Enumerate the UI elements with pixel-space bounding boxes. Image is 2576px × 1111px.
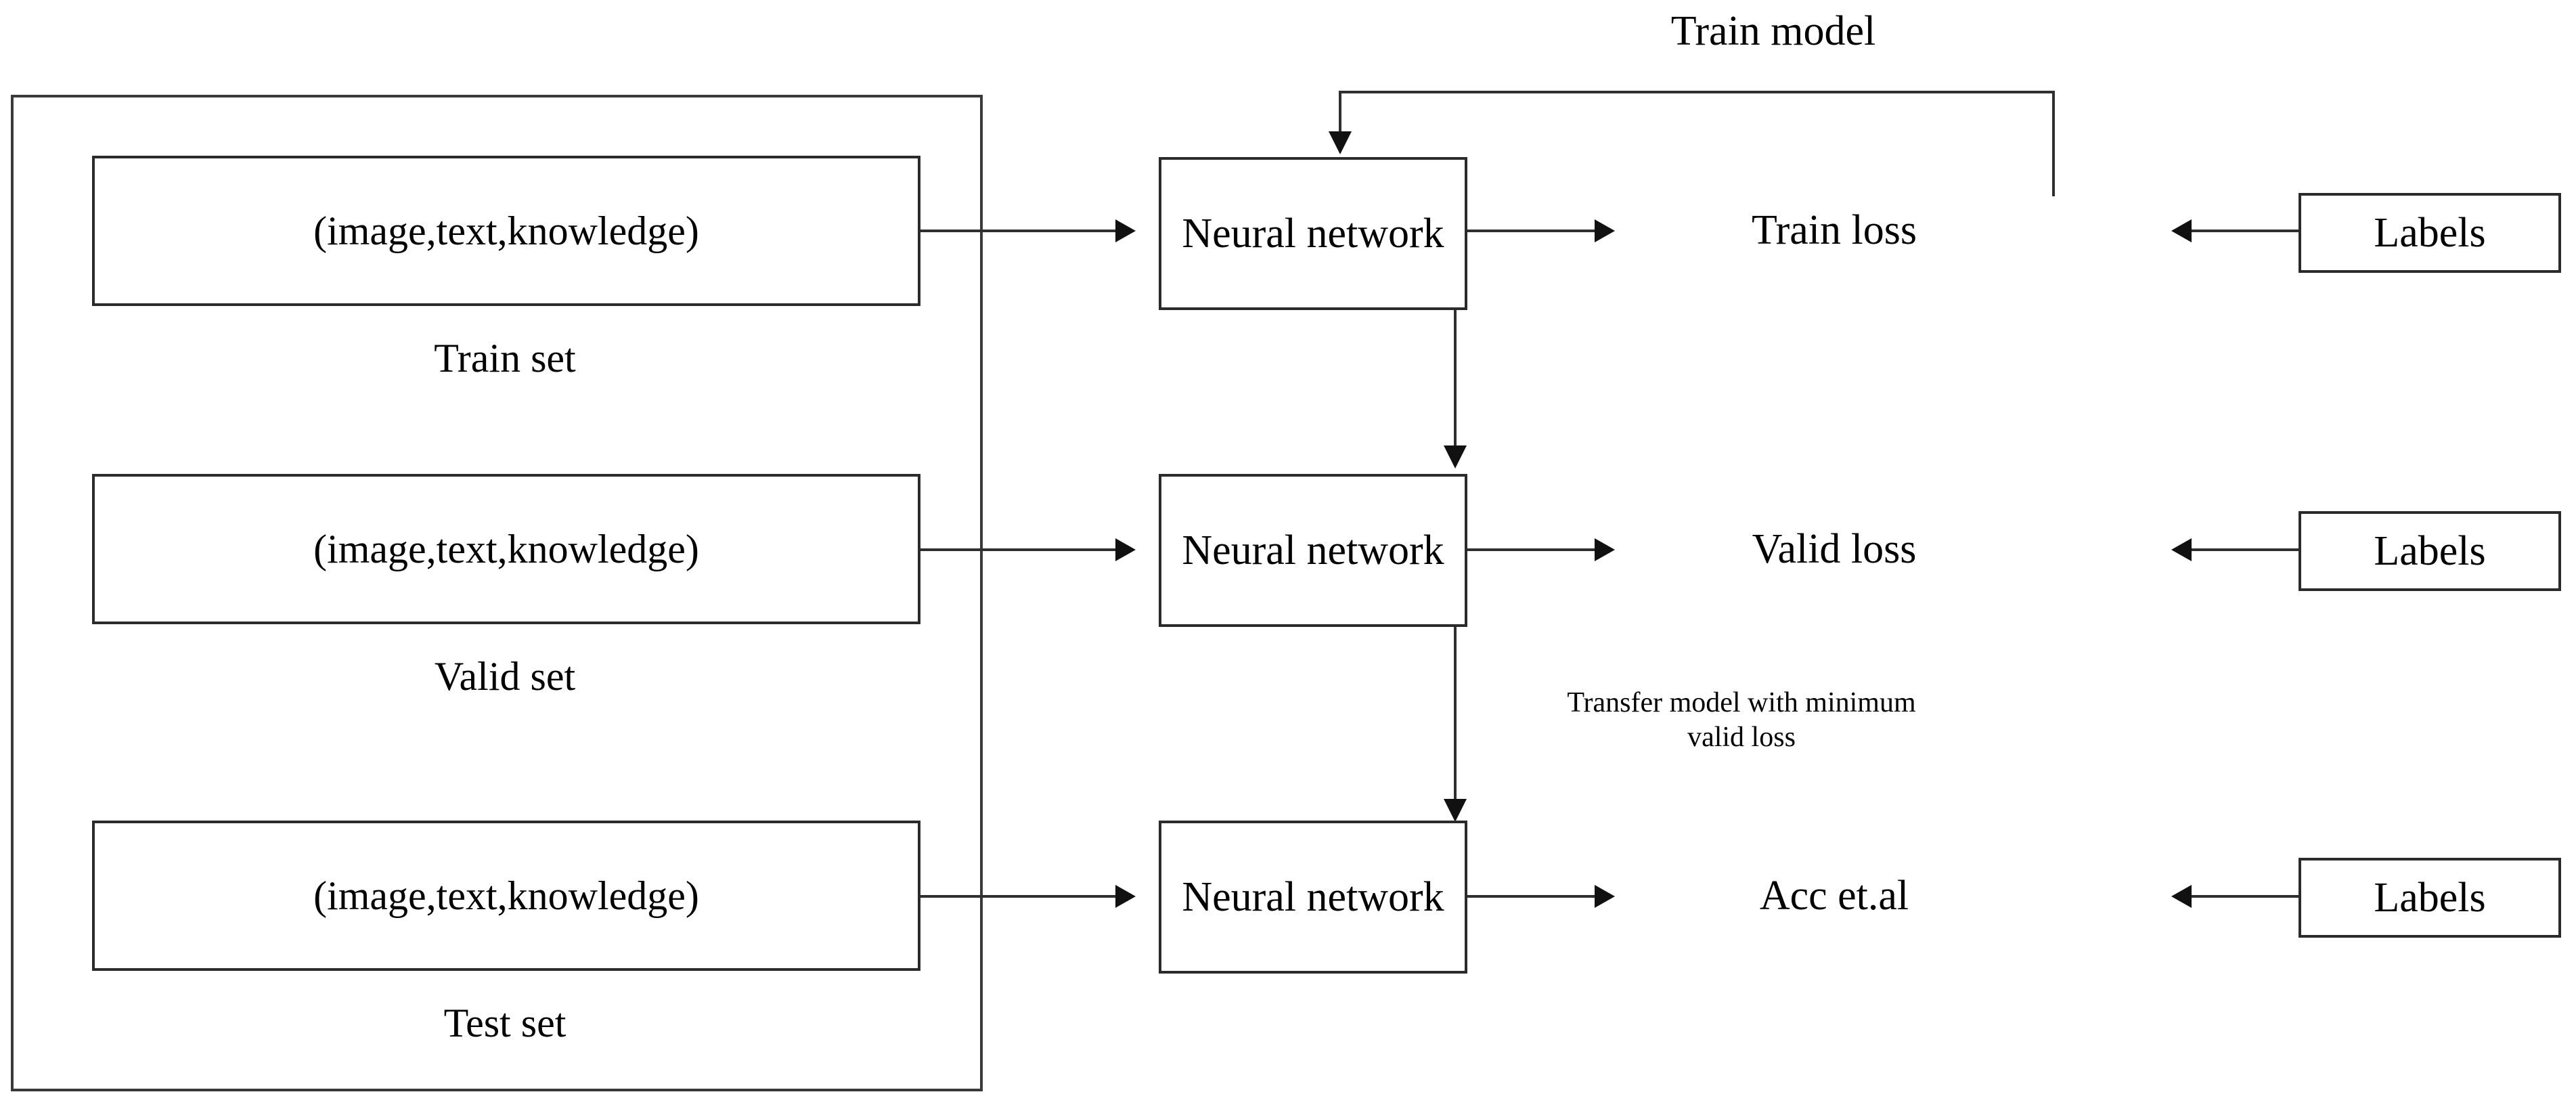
train-loop-down-to-loss-segment <box>2052 91 2055 196</box>
train-set-label: Train set <box>434 336 576 380</box>
test-dataset-to-model-line <box>920 895 1117 898</box>
train-labels-to-loss-line <box>2192 230 2299 232</box>
train-labels-box-label: Labels <box>2374 209 2486 256</box>
train-loop-down-into-model-segment <box>1339 91 1341 133</box>
train-loop-arrowhead-icon <box>1329 131 1352 154</box>
train-dataset-box[interactable]: (image,text,knowledge) <box>92 156 920 306</box>
train-model-to-loss-line <box>1467 230 1596 232</box>
train-loss-label: Train loss <box>1751 207 1917 253</box>
train-dataset-to-model-line <box>920 230 1117 232</box>
valid-dataset-box-label: (image,text,knowledge) <box>313 526 699 571</box>
transfer-model-annotation: Transfer model with minimum valid loss <box>1474 686 2009 755</box>
test-dataset-box-label: (image,text,knowledge) <box>313 873 699 918</box>
valid-labels-to-loss-arrowhead-icon <box>2171 538 2192 561</box>
valid-dataset-to-model-line <box>920 548 1117 551</box>
valid-labels-box-label: Labels <box>2374 527 2486 574</box>
valid-labels-box[interactable]: Labels <box>2299 511 2561 591</box>
test-labels-box[interactable]: Labels <box>2299 858 2561 938</box>
train-neural-network-label: Neural network <box>1182 210 1444 257</box>
valid-loss-label: Valid loss <box>1752 526 1917 572</box>
valid-dataset-to-model-arrowhead-icon <box>1115 538 1136 561</box>
valid-dataset-box[interactable]: (image,text,knowledge) <box>92 474 920 624</box>
test-labels-to-metric-arrowhead-icon <box>2171 885 2192 908</box>
test-model-to-metric-line <box>1467 895 1596 898</box>
train-loop-horizontal-segment <box>1339 91 2055 93</box>
test-labels-to-metric-line <box>2192 895 2299 898</box>
train-dataset-to-model-arrowhead-icon <box>1115 219 1136 242</box>
transfer-model-annotation-line2: valid loss <box>1687 722 1796 754</box>
valid-labels-to-loss-line <box>2192 548 2299 551</box>
train-dataset-box-label: (image,text,knowledge) <box>313 208 699 253</box>
train-to-valid-model-line <box>1454 310 1457 447</box>
valid-set-label: Valid set <box>434 654 576 699</box>
test-neural-network-box[interactable]: Neural network <box>1159 821 1467 974</box>
test-neural-network-label: Neural network <box>1182 873 1444 920</box>
train-neural-network-box[interactable]: Neural network <box>1159 157 1467 310</box>
valid-to-test-model-arrowhead-icon <box>1444 799 1467 822</box>
valid-model-to-loss-arrowhead-icon <box>1595 538 1615 561</box>
dataset-container <box>11 95 983 1091</box>
test-set-label: Test set <box>443 1001 567 1045</box>
transfer-model-annotation-line1: Transfer model with minimum <box>1567 687 1916 718</box>
valid-neural-network-box[interactable]: Neural network <box>1159 474 1467 627</box>
train-labels-box[interactable]: Labels <box>2299 193 2561 273</box>
train-model-annotation: Train model <box>1670 8 1876 54</box>
test-labels-box-label: Labels <box>2374 874 2486 921</box>
test-dataset-box[interactable]: (image,text,knowledge) <box>92 821 920 971</box>
train-model-to-loss-arrowhead-icon <box>1595 219 1615 242</box>
test-dataset-to-model-arrowhead-icon <box>1115 885 1136 908</box>
valid-neural-network-label: Neural network <box>1182 527 1444 573</box>
train-labels-to-loss-arrowhead-icon <box>2171 219 2192 242</box>
train-to-valid-model-arrowhead-icon <box>1444 445 1467 469</box>
test-model-to-metric-arrowhead-icon <box>1595 885 1615 908</box>
valid-model-to-loss-line <box>1467 548 1596 551</box>
valid-to-test-model-line <box>1454 627 1457 800</box>
acc-etal-label: Acc et.al <box>1759 873 1909 919</box>
